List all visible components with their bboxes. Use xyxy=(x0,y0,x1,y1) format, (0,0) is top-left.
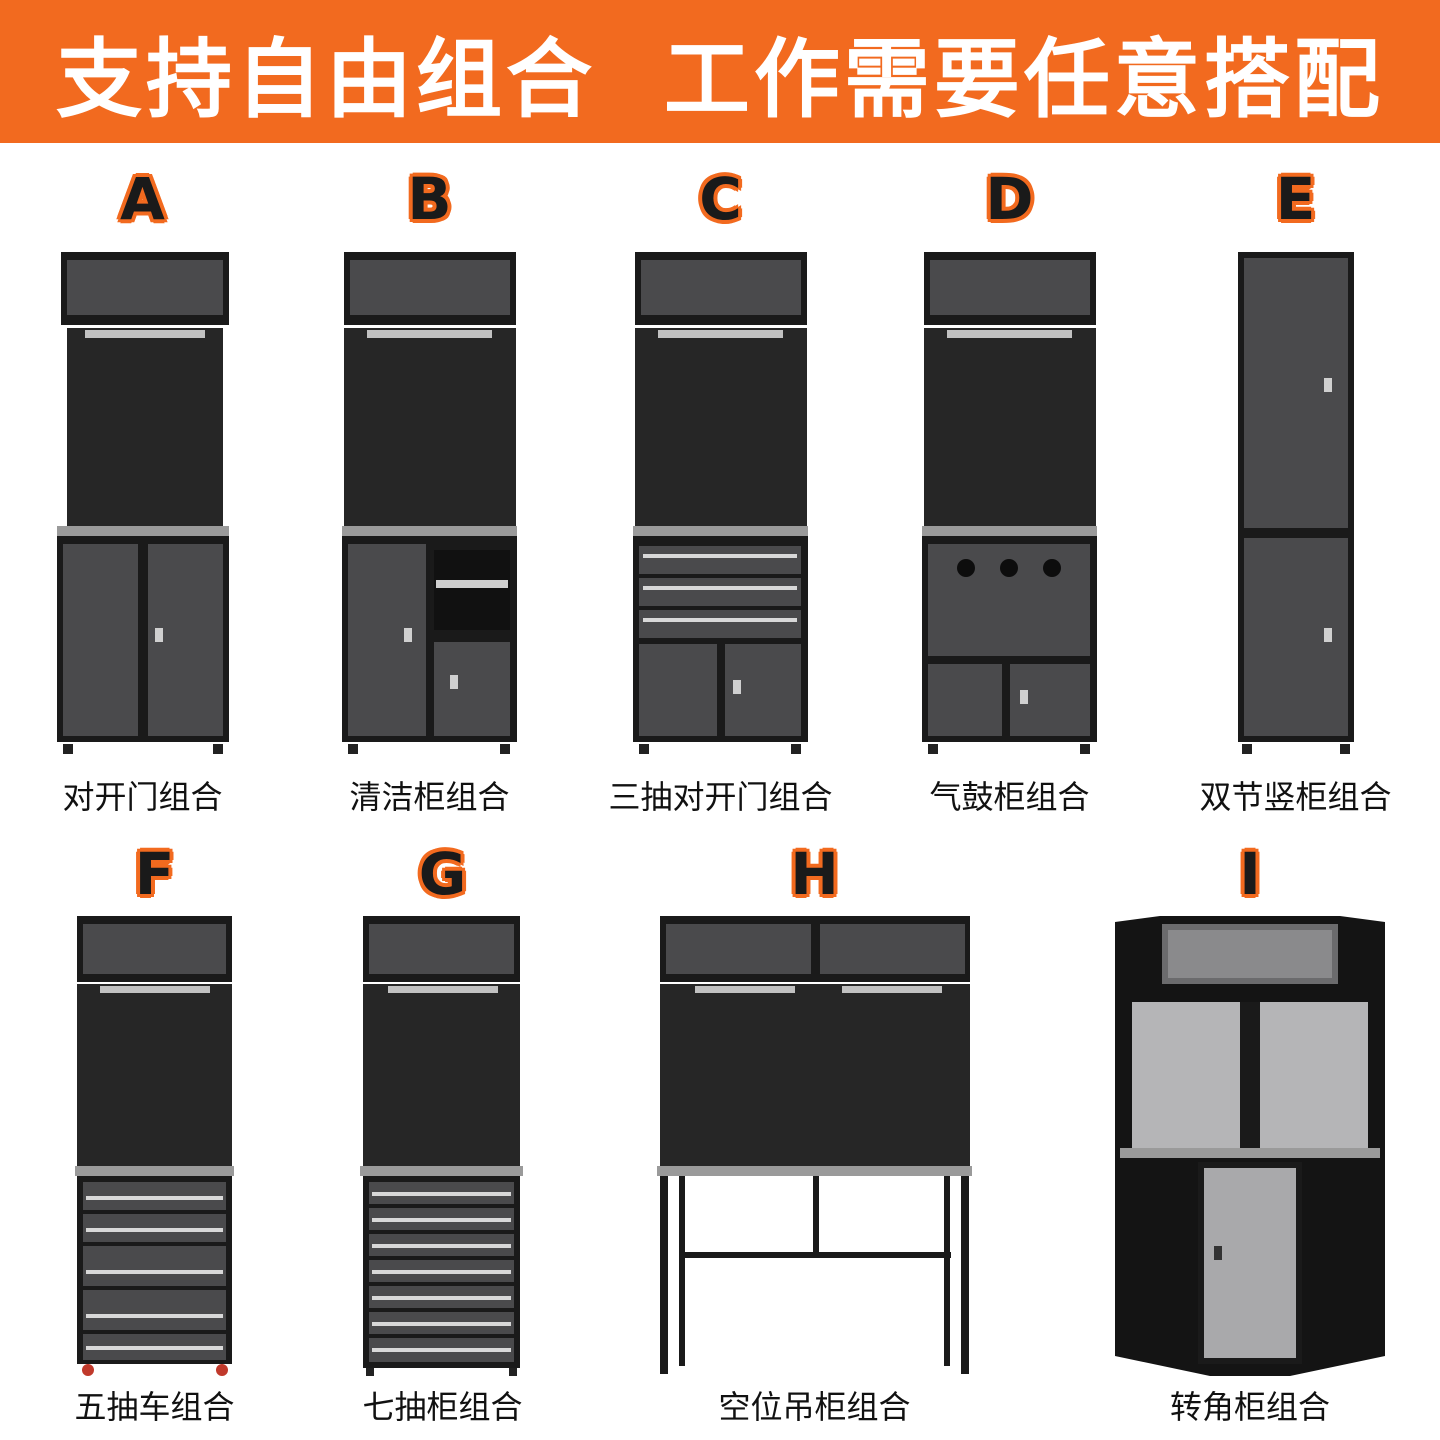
combo-name: 转角柜组合 xyxy=(1169,1388,1330,1426)
combo-letter: C xyxy=(699,165,742,233)
combo-letter: E xyxy=(1275,165,1316,233)
combo-name: 五抽车组合 xyxy=(74,1388,235,1426)
combo-name: 三抽对开门组合 xyxy=(608,778,833,816)
combo-h: H 空位吊柜组合 xyxy=(657,840,972,1430)
cabinet-a-illustration xyxy=(57,252,229,754)
combo-c: C 三抽对开门组合 xyxy=(608,160,832,820)
cabinet-h-illustration xyxy=(657,916,972,1374)
combo-letter: G xyxy=(418,840,467,908)
cabinet-f-illustration xyxy=(75,916,234,1376)
combo-a: A 对开门组合 xyxy=(55,160,230,820)
combo-e: E 双节竖柜组合 xyxy=(1199,160,1391,820)
combo-name: 清洁柜组合 xyxy=(349,778,510,816)
cabinet-b-illustration xyxy=(342,252,517,754)
combo-name: 七抽柜组合 xyxy=(362,1388,523,1426)
cabinet-g-illustration xyxy=(360,916,523,1376)
combo-letter: A xyxy=(120,165,165,233)
combo-letter: B xyxy=(407,165,452,233)
combo-g: G 七抽柜组合 xyxy=(360,840,525,1430)
cabinet-d-illustration xyxy=(922,252,1097,754)
combo-letter: I xyxy=(1239,840,1261,908)
combo-letter: F xyxy=(134,840,175,908)
combo-name: 气鼓柜组合 xyxy=(929,778,1090,816)
cabinet-i-illustration xyxy=(1115,916,1385,1376)
combo-f: F 五抽车组合 xyxy=(72,840,237,1430)
cabinet-c-illustration xyxy=(633,252,808,754)
combo-letter: D xyxy=(985,165,1034,233)
combo-d: D 气鼓柜组合 xyxy=(922,160,1097,820)
combo-name: 双节竖柜组合 xyxy=(1199,778,1392,816)
combo-name: 对开门组合 xyxy=(62,778,223,816)
combo-name: 空位吊柜组合 xyxy=(718,1388,911,1426)
header-banner: 支持自由组合 工作需要任意搭配 xyxy=(0,0,1440,143)
cabinet-e-illustration xyxy=(1238,252,1354,754)
banner-title: 支持自由组合 工作需要任意搭配 xyxy=(56,30,1384,130)
combo-i: I 转角柜组合 xyxy=(1110,840,1390,1430)
combo-letter: H xyxy=(790,840,839,908)
combo-b: B 清洁柜组合 xyxy=(342,160,517,820)
